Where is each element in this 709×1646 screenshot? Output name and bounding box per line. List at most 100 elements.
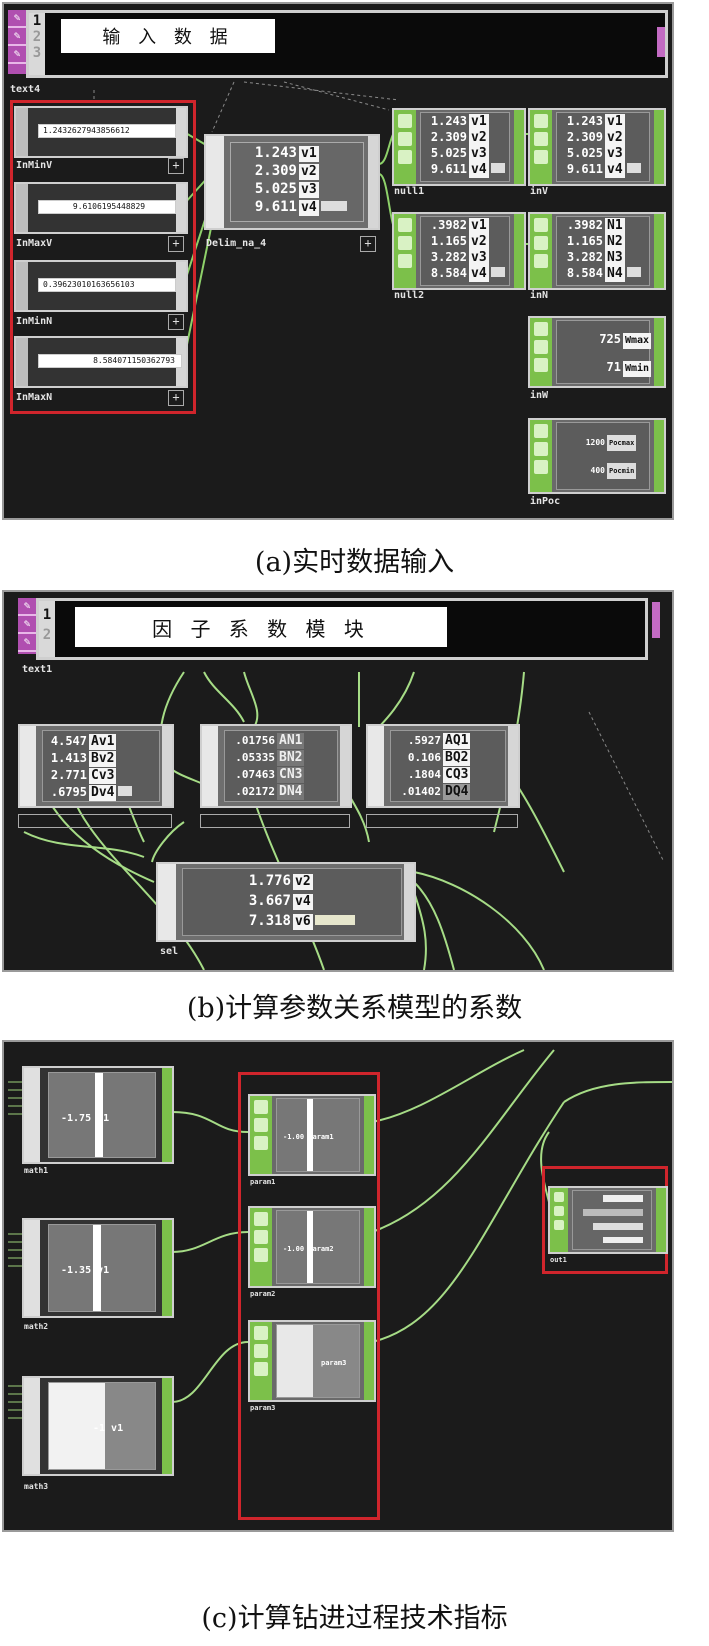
value: 1.776 [248,873,291,889]
node-label: math3 [24,1482,49,1491]
value-field[interactable]: 1.2432627943856612 [38,124,176,138]
caption-c: (c)计算钻进过程技术指标 [201,1603,508,1634]
value: 1200 [585,438,605,447]
value: .6795 [50,785,87,799]
value: 5.025 [430,146,467,160]
tag: Cv3 [89,768,117,784]
tag: v1 [299,146,319,162]
value: 0.106 [407,751,441,764]
tag: v3 [469,146,489,162]
add-icon[interactable]: + [360,236,376,252]
tag: v2 [469,234,489,250]
tag: v4 [299,200,319,216]
value-fill [49,1383,105,1469]
tag: Wmax [623,333,652,349]
panel-title-box: 输 入 数 据 [61,19,275,53]
math-node-1[interactable]: -1.75 v1 [22,1066,174,1164]
node-label: param1 [250,1178,276,1186]
node-label: inV [530,186,549,197]
tag: v4 [605,162,625,178]
row-number-gutter: 1 2 3 [29,13,45,75]
tag: v3 [469,250,489,266]
tag: v2 [605,130,625,146]
tag: BQ2 [443,750,471,766]
value: .02172 [235,785,275,798]
value: 71 [606,360,621,374]
value: 2.309 [566,130,603,144]
param-node-2[interactable]: -1.00 param2 [248,1206,376,1288]
value-field[interactable]: 0.39623010163656103 [38,278,176,292]
add-icon[interactable]: + [168,314,184,330]
tag: Pocmax [607,435,637,451]
row-number: 2 [32,29,42,45]
value: -1.00 param1 [283,1133,334,1141]
node-label: null1 [394,186,425,197]
value: 3.282 [430,250,467,264]
input-node-inmaxn[interactable]: 8.584071150362793 [14,336,188,388]
value: 9.611 [430,162,467,176]
op-label-text1: text1 [22,664,53,675]
caption-a: (a)实时数据输入 [254,547,455,578]
highlight-input-group [10,100,196,414]
connector-icon: ✎ [8,28,26,46]
node-label: param3 [250,1404,276,1412]
value: .3982 [430,218,467,232]
param-node-3[interactable]: param3 [248,1320,376,1402]
value: 2.771 [50,768,87,782]
value: 1.243 [566,114,603,128]
add-icon[interactable]: + [168,236,184,252]
row-number: 3 [32,45,42,61]
value: .07463 [235,768,275,781]
tag: v2 [299,164,319,180]
value: 7.318 [248,913,291,929]
value: 9.611 [254,199,297,215]
add-icon[interactable]: + [168,158,184,174]
value-bar [95,1073,103,1157]
input-label: InMinN [16,316,53,327]
input-node-inminv[interactable]: 1.2432627943856612 [14,106,188,158]
value: 400 [590,466,605,475]
input-label: InMaxV [16,238,53,249]
output-node[interactable] [548,1186,668,1254]
add-icon[interactable]: + [168,390,184,406]
tag: CN3 [277,767,305,783]
text-op-area[interactable]: 1 2 因 子 系 数 模 块 [36,598,648,660]
row-number-gutter: 1 2 [39,601,55,657]
value: -1 v1 [93,1423,124,1434]
value: 2.309 [254,163,297,179]
value-field[interactable]: 8.584071150362793 [38,354,182,368]
purple-connector-strip: ✎ ✎ ✎ [18,598,36,654]
connector-icon: ✎ [18,598,36,616]
connector-icon: ✎ [18,616,36,634]
input-node-inminn[interactable]: 0.39623010163656103 [14,260,188,312]
math-node-2[interactable]: -1.35 v1 [22,1218,174,1318]
text-op-area[interactable]: 1 2 3 输 入 数 据 [26,10,668,78]
param-node-1[interactable]: -1.00 param1 [248,1094,376,1176]
tag: v1 [469,114,489,130]
color-swatch [320,201,347,211]
value: 1.165 [566,234,603,248]
value: param3 [321,1359,347,1367]
value: 8.584 [566,266,603,280]
input-node-inmaxv[interactable]: 9.6106195448829 [14,182,188,234]
value-field[interactable]: 9.6106195448829 [38,200,176,214]
panel-title-box: 因 子 系 数 模 块 [75,607,447,647]
value: 2.309 [430,130,467,144]
node-label-bar [366,814,518,828]
math-node-3[interactable]: -1 v1 [22,1376,174,1476]
tag: v4 [469,266,489,282]
node-label: inN [530,290,549,301]
tag: N2 [605,234,625,250]
value: .05335 [235,751,275,764]
